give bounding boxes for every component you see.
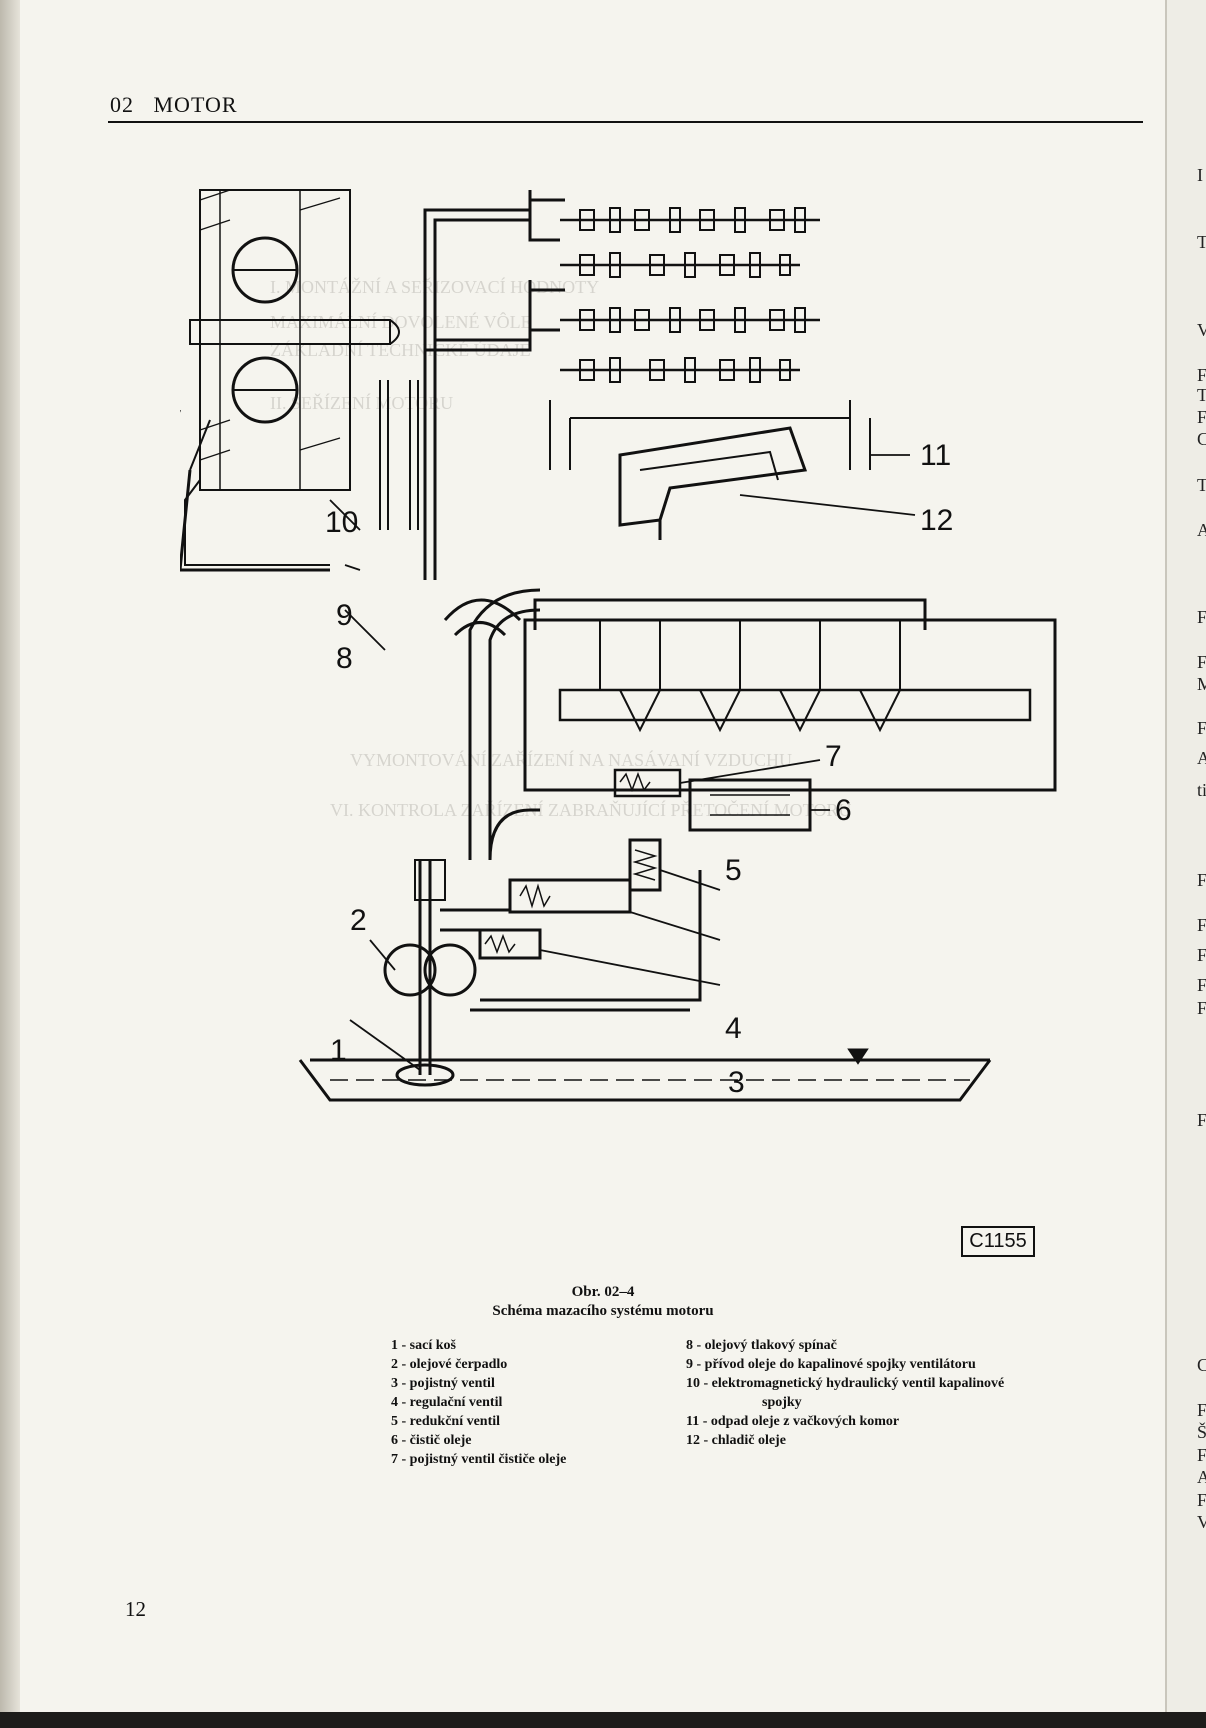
adjacent-page-letter: T xyxy=(1197,385,1206,405)
adjacent-page-letter: F xyxy=(1197,870,1206,890)
adjacent-page-letter: F xyxy=(1197,1445,1206,1465)
adjacent-page-edge xyxy=(1165,0,1206,1712)
callout-leaders xyxy=(329,454,916,1071)
callout-2: 2 xyxy=(350,904,367,937)
valve-cluster xyxy=(478,838,662,960)
adjacent-page-letter: ti xyxy=(1197,780,1206,800)
oil-cooler xyxy=(618,426,808,540)
page-binding-shadow xyxy=(0,0,20,1712)
callout-9: 9 xyxy=(336,599,353,632)
legend-item: 6 - čistič oleje xyxy=(391,1433,472,1448)
legend-item: 12 - chladič oleje xyxy=(686,1433,786,1448)
adjacent-page-letter: C xyxy=(1197,429,1206,449)
adjacent-page-letter: F xyxy=(1197,607,1206,627)
callout-4: 4 xyxy=(725,1012,742,1045)
adjacent-page-letter: C xyxy=(1197,1355,1206,1375)
callout-8: 8 xyxy=(336,642,353,675)
adjacent-page-letter: F xyxy=(1197,652,1206,672)
main-riser xyxy=(443,588,541,861)
callout-11: 11 xyxy=(920,439,951,472)
legend-item: 8 - olejový tlakový spínač xyxy=(686,1338,837,1353)
oil-filter xyxy=(613,768,812,832)
legend-item: 10 - elektromagnetický hydraulický venti… xyxy=(686,1376,1005,1391)
adjacent-page-letter: F xyxy=(1197,1400,1206,1420)
legend-item: 11 - odpad oleje z vačkových komor xyxy=(686,1414,900,1429)
adjacent-page-letter: F xyxy=(1197,1110,1206,1130)
legend-left-column: 1 - sací koš 2 - olejové čerpadlo 3 - po… xyxy=(391,1336,566,1469)
adjacent-page-letter: V xyxy=(1197,320,1206,340)
header-rule xyxy=(108,121,1143,123)
figure-number: Obr. 02–4 xyxy=(571,1284,635,1300)
adjacent-page-letter: T xyxy=(1197,475,1206,495)
bleed-through-line: II. SEŘÍZENÍ MOTORU xyxy=(270,393,454,413)
manual-page xyxy=(20,0,1165,1712)
oil-sump xyxy=(298,1048,992,1102)
callout-6: 6 xyxy=(835,794,852,827)
figure-code: C1155 xyxy=(961,1226,1035,1257)
legend-item: 7 - pojistný ventil čističe oleje xyxy=(391,1452,567,1467)
adjacent-page-letter: A xyxy=(1197,748,1206,768)
callout-7: 7 xyxy=(825,740,842,773)
adjacent-page-letter: A xyxy=(1197,520,1206,540)
engine-block xyxy=(523,598,1057,792)
main-oil-lines xyxy=(180,190,565,580)
bleed-through-line: VYMONTOVÁNÍ ZAŘÍZENÍ NA NASÁVANÍ VZDUCHU xyxy=(350,750,792,770)
adjacent-page-letter: F xyxy=(1197,975,1206,995)
scanner-edge xyxy=(0,1712,1206,1728)
callout-3: 3 xyxy=(728,1066,745,1099)
adjacent-page-letter: F xyxy=(1197,718,1206,738)
legend-item: 3 - pojistný ventil xyxy=(391,1376,495,1391)
callout-numbers: 1 2 3 4 5 6 7 8 9 10 11 12 xyxy=(325,439,953,1099)
adjacent-page-letter: F xyxy=(1197,1490,1206,1510)
callout-10: 10 xyxy=(325,506,358,539)
adjacent-page-letter: Š xyxy=(1197,1422,1206,1442)
lubrication-schematic: 1 2 3 4 5 6 7 8 9 10 11 12 xyxy=(180,189,1057,1102)
legend-item: 2 - olejové čerpadlo xyxy=(391,1357,508,1372)
adjacent-page-letter: M xyxy=(1197,674,1206,694)
legend-item: 1 - sací koš xyxy=(391,1338,456,1353)
adjacent-page-letter: V xyxy=(1197,1512,1206,1532)
adjacent-page-letter: F xyxy=(1197,945,1206,965)
legend-right-column: 8 - olejový tlakový spínač 9 - přívod ol… xyxy=(686,1336,1004,1450)
oil-pump xyxy=(383,859,702,1075)
figure-caption: Schéma mazacího systému motoru xyxy=(492,1303,714,1319)
bleed-through-line: MAXIMÁLNÍ DOVOLENÉ VÔLE xyxy=(270,312,532,332)
callout-5: 5 xyxy=(725,854,742,887)
legend-item: 9 - přívod oleje do kapalinové spojky ve… xyxy=(686,1357,976,1372)
adjacent-page-letter: T xyxy=(1197,232,1206,252)
cam-chamber-drain xyxy=(549,400,871,470)
section-number: 02 xyxy=(110,92,134,117)
adjacent-page-letter: F xyxy=(1197,365,1206,385)
cam-lobes xyxy=(579,207,806,383)
adjacent-page-letter: F xyxy=(1197,998,1206,1018)
section-title: MOTOR xyxy=(153,92,238,117)
fan-clutch-assembly xyxy=(180,189,400,491)
callout-12: 12 xyxy=(920,504,953,537)
running-header: 02 MOTOR xyxy=(110,92,238,118)
callout-1: 1 xyxy=(330,1034,347,1067)
legend-item: 5 - redukční ventil xyxy=(391,1414,501,1429)
adjacent-page-letter: F xyxy=(1197,915,1206,935)
adjacent-page-letter: A xyxy=(1197,1467,1206,1487)
page-number: 12 xyxy=(125,1597,146,1621)
legend-item: 4 - regulační ventil xyxy=(391,1395,503,1410)
adjacent-page-letter: I xyxy=(1197,165,1203,185)
legend-item-continuation: spojky xyxy=(762,1395,802,1410)
camshafts xyxy=(560,218,820,372)
adjacent-page-letter: F xyxy=(1197,407,1206,427)
